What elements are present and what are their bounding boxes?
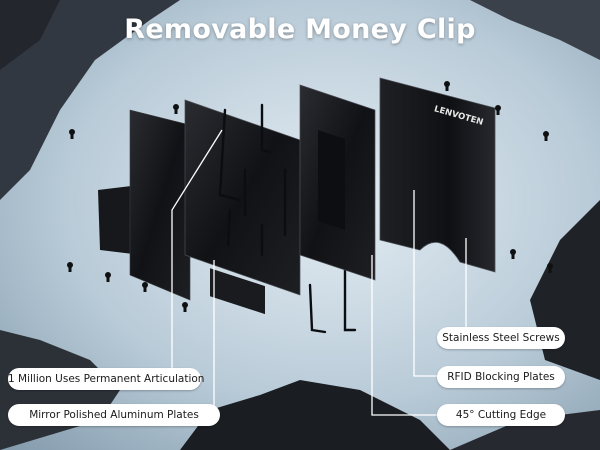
plate-3-slot xyxy=(318,130,345,230)
spring-wires xyxy=(218,103,357,334)
callout-aluminum: Mirror Polished Aluminum Plates xyxy=(8,404,220,426)
plate-4-front xyxy=(379,77,496,273)
plate-1 xyxy=(129,109,191,301)
callout-screws: Stainless Steel Screws xyxy=(437,327,565,349)
rock-top-right xyxy=(470,0,600,60)
callout-cutting-edge: 45° Cutting Edge xyxy=(437,404,565,426)
rock-bottom xyxy=(180,380,450,450)
plate-2-block xyxy=(210,268,265,315)
page-title: Removable Money Clip xyxy=(124,14,476,45)
rock-top-left xyxy=(0,0,180,200)
rock-top-left-2 xyxy=(0,0,60,70)
callout-articulation: 1 Million Uses Permanent Articulation xyxy=(8,368,204,390)
screws xyxy=(67,81,553,312)
callout-rfid: RFID Blocking Plates xyxy=(437,366,565,388)
